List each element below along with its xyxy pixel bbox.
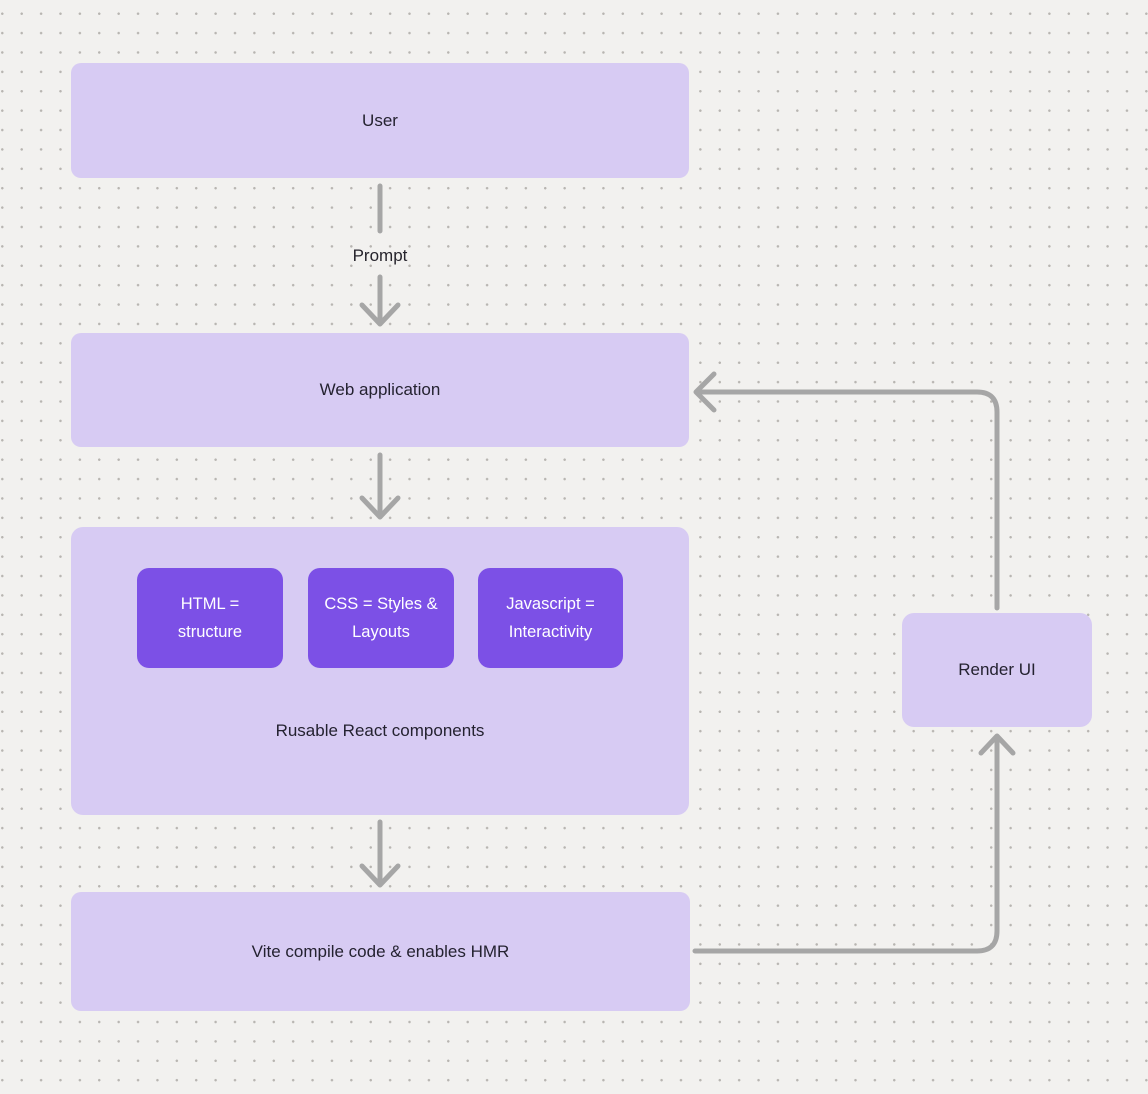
arrowhead-up-icon [978,733,1016,756]
node-render-ui[interactable]: Render UI [902,613,1092,727]
node-web-application[interactable]: Web application [71,333,689,447]
connector-label-prompt: Prompt [352,246,408,265]
chip-html[interactable]: HTML = structure [137,568,283,668]
chip-html-label: HTML = structure [177,595,243,641]
node-web-application-label: Web application [319,380,441,400]
connector-render-to-web[interactable] [693,371,1000,611]
connector-vite-to-render[interactable] [692,733,1016,954]
arrowhead-down-icon [359,863,401,888]
node-vite-label: Vite compile code & enables HMR [251,941,510,961]
chip-javascript-label: Javascript = Interactivity [506,595,595,641]
components-caption: Rusable React components [275,721,485,740]
connector-shaft [698,389,1000,611]
node-components-container[interactable]: HTML = structure CSS = Styles & Layouts … [71,527,689,815]
connector-components-to-vite[interactable] [359,819,401,888]
chip-javascript[interactable]: Javascript = Interactivity [478,568,623,668]
connector-web-to-components[interactable] [359,452,401,520]
node-render-ui-label: Render UI [958,660,1036,680]
node-user[interactable]: User [71,63,689,178]
arrowhead-left-icon [693,371,717,413]
chip-css[interactable]: CSS = Styles & Layouts [308,568,454,668]
chip-css-label: CSS = Styles & Layouts [324,595,438,641]
arrowhead-down-icon [359,302,401,327]
connector-shaft [692,739,1000,954]
node-vite[interactable]: Vite compile code & enables HMR [71,892,690,1011]
node-user-label: User [362,110,398,130]
arrowhead-down-icon [359,495,401,520]
